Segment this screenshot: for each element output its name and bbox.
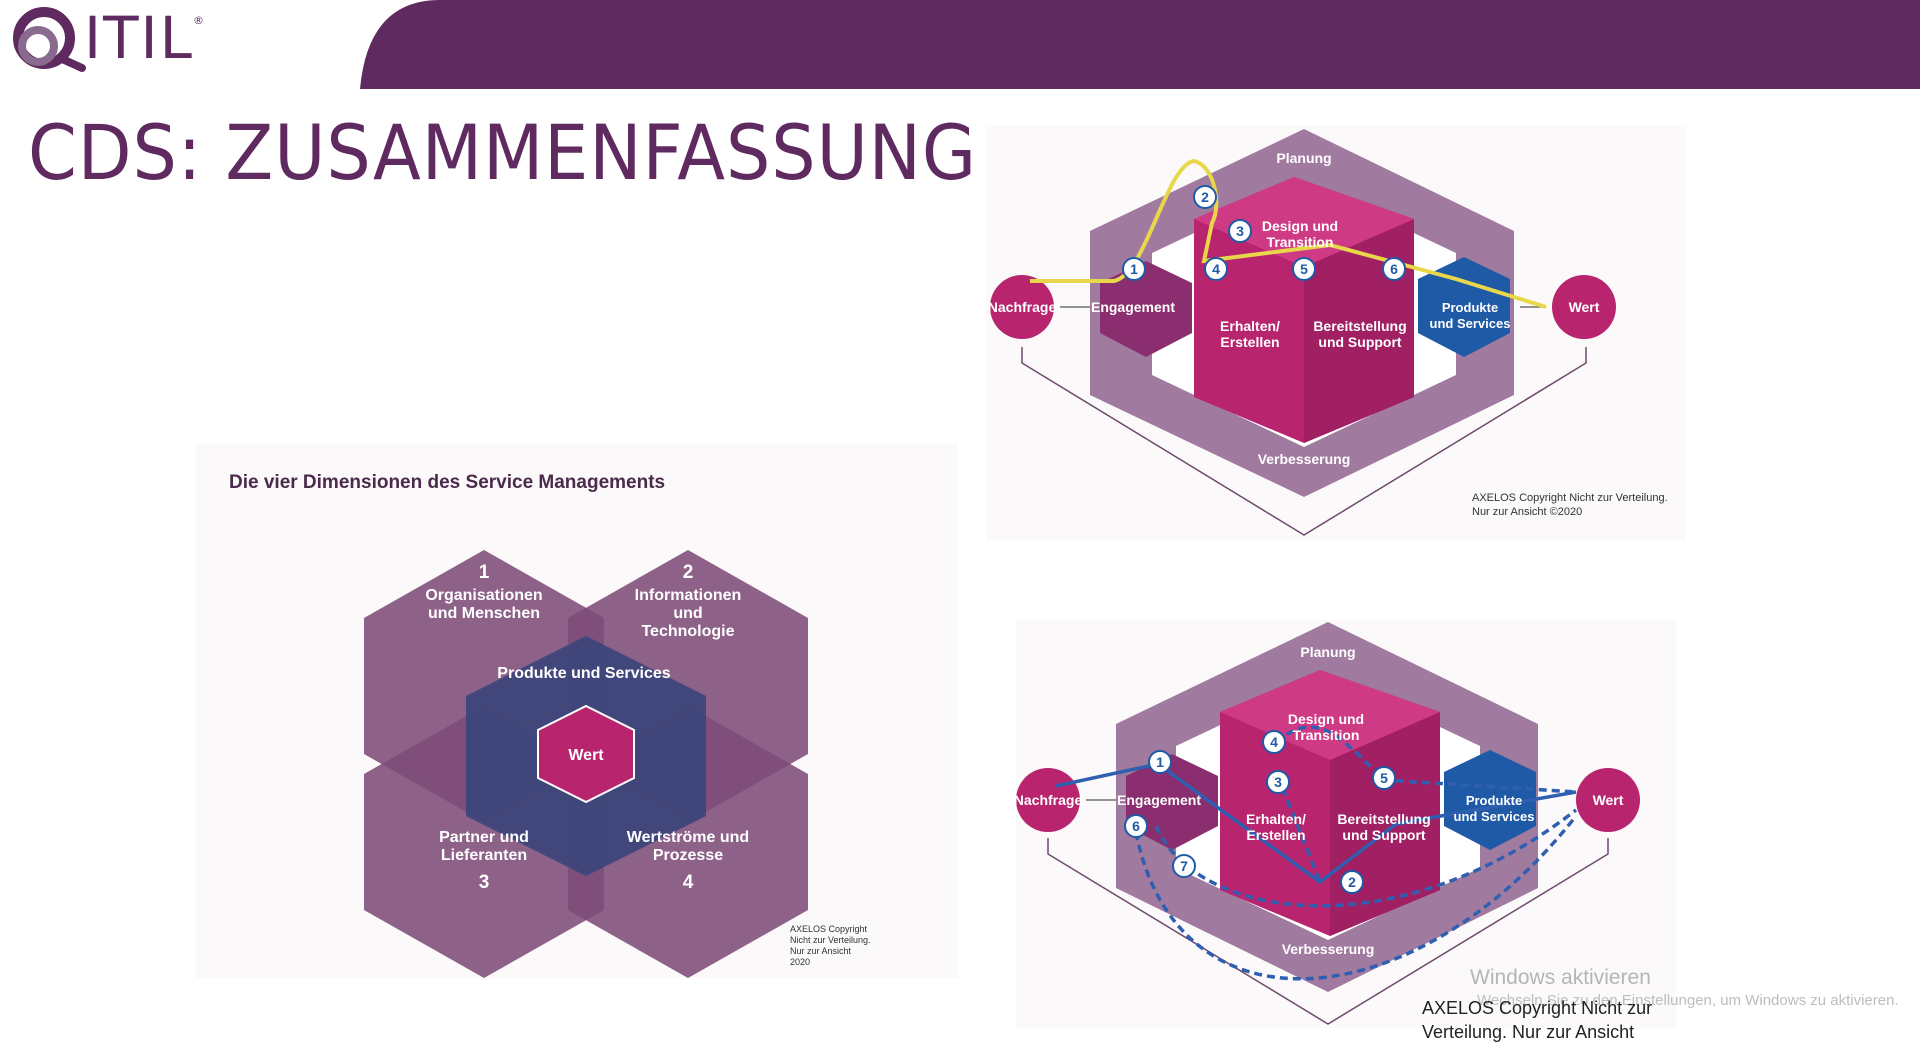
nachfrage-label: Nachfrage: [1016, 792, 1082, 808]
bottom-copyright-line-1: AXELOS Copyright Nicht zur: [1422, 998, 1653, 1018]
design-label-2: Transition: [1293, 727, 1360, 743]
nachfrage-label: Nachfrage: [988, 299, 1057, 315]
wert-label: Wert: [1593, 792, 1624, 808]
dimensions-copyright-3: Nur zur Ansicht: [790, 946, 852, 956]
dim4-number: 4: [683, 872, 694, 893]
erhalten-label-1: Erhalten/: [1246, 811, 1306, 827]
wert-node: [1576, 768, 1640, 832]
logo-text: ITIL: [84, 4, 194, 72]
top-copyright-2: Nur zur Ansicht ©2020: [1472, 506, 1582, 518]
windows-activation-subtitle: Wechseln Sie zu den Einstellungen, um Wi…: [1477, 992, 1899, 1009]
dim2-line1: Informationen: [635, 587, 742, 604]
produkte-label-2: und Services: [1454, 809, 1535, 824]
design-label-1: Design und: [1262, 218, 1338, 234]
produkte-label-1: Produkte: [1442, 300, 1498, 315]
dim2-line2: und: [673, 605, 702, 622]
dim2-number: 2: [683, 562, 694, 583]
dim3-line1: Partner und: [439, 829, 529, 846]
step-5: 5: [1300, 261, 1308, 277]
value-stream-path-dashed-2: [1134, 814, 1578, 981]
dimensions-copyright-4: 2020: [790, 957, 810, 967]
dim4-line1: Wertströme und: [627, 829, 749, 846]
value-label: Wert: [568, 747, 604, 764]
nachfrage-node: [990, 275, 1054, 339]
wert-node: [1552, 275, 1616, 339]
engagement-label: Engagement: [1117, 792, 1201, 808]
bottom-copyright-line-2: Verteilung. Nur zur Ansicht: [1422, 1022, 1635, 1042]
step-2: 2: [1348, 874, 1356, 890]
bereitstellung-label-2: und Support: [1318, 334, 1402, 350]
step-6: 6: [1132, 818, 1140, 834]
dim3-number: 3: [479, 872, 490, 893]
bottom-copyright: AXELOS Copyright Nicht zur Verteilung. N…: [1422, 996, 1742, 1044]
design-label-1: Design und: [1288, 711, 1364, 727]
products-services-label: Produkte und Services: [497, 665, 670, 682]
step-6: 6: [1390, 261, 1398, 277]
value-chain-diagram-top: 1 2 3 4 5 6 Planung Verbesserung Nachfra…: [986, 125, 1686, 540]
design-label-2: Transition: [1267, 234, 1334, 250]
products-services-hex: [1444, 750, 1536, 850]
dim2-line3: Technologie: [641, 623, 734, 640]
dimensions-title: Die vier Dimensionen des Service Managem…: [229, 472, 665, 493]
step-5: 5: [1380, 770, 1388, 786]
value-stream-path-dashed-4: [1276, 775, 1322, 883]
dim3-line2: Lieferanten: [441, 847, 527, 864]
engagement-hex: [1100, 261, 1192, 357]
erhalten-label-2: Erstellen: [1246, 827, 1305, 843]
products-services-hex: [1418, 257, 1510, 357]
value-hex: [537, 704, 635, 804]
step-1: 1: [1130, 261, 1138, 277]
itil-logo-icon: [13, 7, 86, 72]
dim1-line1: Organisationen: [425, 587, 542, 604]
planung-label: Planung: [1276, 150, 1331, 166]
value-stream-path-solid: [1055, 762, 1577, 885]
wert-label: Wert: [1569, 299, 1600, 315]
bereitstellung-label-1: Bereitstellung: [1337, 811, 1430, 827]
four-dimensions-diagram: Die vier Dimensionen des Service Managem…: [196, 444, 958, 978]
windows-activation-title: Windows aktivieren: [1470, 966, 1651, 989]
produkte-label-2: und Services: [1430, 316, 1511, 331]
engagement-hex: [1126, 754, 1218, 850]
erhalten-label-2: Erstellen: [1220, 334, 1279, 350]
step-3: 3: [1236, 223, 1244, 239]
produkte-label-1: Produkte: [1466, 793, 1522, 808]
bereitstellung-label-1: Bereitstellung: [1313, 318, 1406, 334]
top-copyright-1: AXELOS Copyright Nicht zur Verteilung.: [1472, 492, 1668, 504]
bereitstellung-label-2: und Support: [1342, 827, 1426, 843]
value-chain-diagram-bottom: 1 2 3 4 5 6 7 Planung Verbesserung Nachf…: [1016, 620, 1676, 1028]
dim4-line2: Prozesse: [653, 847, 723, 864]
dim1-line2: und Menschen: [428, 605, 540, 622]
step-4: 4: [1212, 261, 1220, 277]
step-1: 1: [1156, 754, 1164, 770]
dimensions-copyright-1: AXELOS Copyright: [790, 924, 868, 934]
erhalten-label-1: Erhalten/: [1220, 318, 1280, 334]
step-4: 4: [1270, 734, 1278, 750]
step-7: 7: [1180, 858, 1188, 874]
planung-label: Planung: [1300, 644, 1355, 660]
page-title: CDS: ZUSAMMENFASSUNG: [28, 108, 978, 197]
step-3: 3: [1274, 774, 1282, 790]
header-banner: [360, 0, 1920, 89]
verbesserung-label: Verbesserung: [1258, 451, 1351, 467]
logo-registered-mark: ®: [193, 14, 204, 27]
dimensions-copyright-2: Nicht zur Verteilung.: [790, 935, 871, 945]
engagement-label: Engagement: [1091, 299, 1175, 315]
dim1-number: 1: [479, 562, 490, 583]
verbesserung-label: Verbesserung: [1282, 941, 1375, 957]
step-2: 2: [1201, 189, 1209, 205]
